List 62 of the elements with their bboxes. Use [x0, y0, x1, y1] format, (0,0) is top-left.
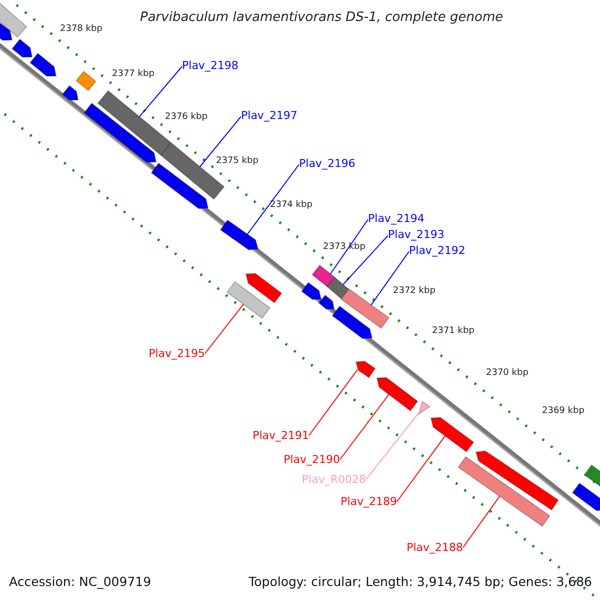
scale-label: 2376 kbp	[165, 113, 208, 122]
gene-feature	[326, 276, 350, 300]
gene-feature	[430, 417, 474, 452]
gene-feature	[572, 482, 600, 512]
gene-feature	[584, 464, 600, 489]
gene-feature	[220, 219, 259, 250]
gene-label: Plav_2189	[340, 496, 397, 507]
scale-label: 2372 kbp	[393, 287, 436, 296]
leader-line	[366, 412, 420, 480]
leader-line	[199, 116, 242, 168]
gene-feature	[245, 273, 282, 304]
leader-line	[330, 219, 368, 274]
scale-label: 2378 kbp	[60, 25, 102, 34]
gene-feature	[0, 20, 13, 41]
gene-feature	[376, 377, 418, 412]
gene-feature	[458, 456, 550, 527]
leader-line	[340, 394, 390, 460]
gene-feature	[12, 38, 33, 58]
gene-label: Plav_2193	[388, 229, 444, 240]
gene-feature	[76, 70, 96, 92]
gene-feature	[30, 52, 57, 77]
gene-feature	[150, 162, 209, 209]
gene-feature	[318, 294, 335, 310]
gene-feature	[340, 288, 390, 329]
gene-label: Plav_2195	[148, 348, 205, 359]
scale-label: 2370 kbp	[486, 369, 528, 378]
gene-label: Plav_2190	[284, 454, 340, 465]
gene-feature	[84, 102, 157, 163]
leader-line	[370, 251, 410, 306]
gene-feature	[226, 281, 271, 319]
gene-feature	[355, 360, 376, 378]
gene-label: Plav_2191	[252, 430, 309, 441]
scale-label: 2374 kbp	[270, 201, 312, 210]
leader-line	[246, 164, 300, 235]
scale-label: 2369 kbp	[542, 407, 584, 416]
gene-label: Plav_R0028	[302, 474, 366, 485]
gene-triangle	[418, 400, 431, 416]
gene-feature	[62, 85, 79, 100]
leader-line	[204, 304, 244, 354]
gene-feature	[475, 450, 559, 511]
gene-feature	[301, 282, 322, 300]
accession-text: Accession: NC_009719	[9, 576, 152, 588]
scale-label: 2373 kbp	[323, 243, 366, 252]
gene-feature	[0, 0, 28, 38]
gene-feature	[332, 306, 373, 339]
title: Parvibaculum lavamentivorans DS-1, complete genome	[140, 11, 504, 24]
scale-label: 2371 kbp	[432, 327, 474, 336]
scale-label: 2377 kbp	[112, 70, 154, 79]
leader-line	[462, 496, 500, 548]
gene-label: Plav_2192	[409, 245, 466, 256]
leader-line	[396, 435, 446, 502]
gene-label: Plav_2198	[182, 60, 238, 71]
gene-label: Plav_2197	[241, 110, 298, 121]
scale-label: 2375 kbp	[216, 157, 258, 166]
gene-label: Plav_2188	[406, 542, 463, 553]
gene-label: Plav_2196	[299, 158, 356, 169]
leader-line	[308, 369, 358, 436]
gene-label: Plav_2194	[368, 213, 424, 224]
leader-line	[342, 235, 388, 285]
genome-info-text: Topology: circular; Length: 3,914,745 bp; Genes: 3,686	[248, 576, 592, 588]
gene-feature	[312, 264, 336, 288]
leader-line	[138, 66, 182, 118]
